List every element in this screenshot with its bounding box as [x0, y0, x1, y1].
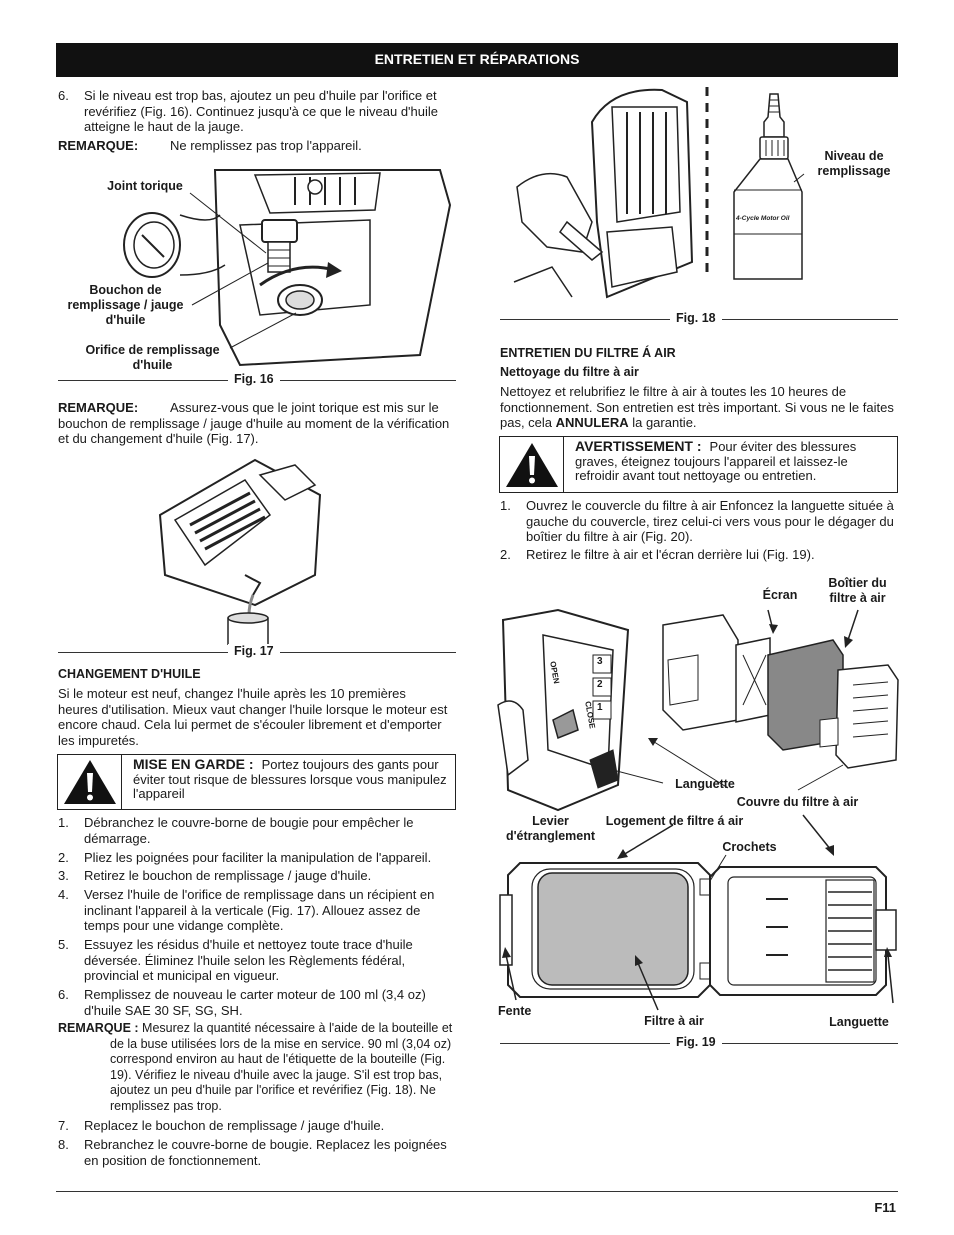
fig18-caption: Fig. 18 [670, 311, 722, 327]
choke-position-1: 1 [597, 702, 603, 713]
note-text: Ne remplissez pas trop l'appareil. [170, 138, 362, 153]
caution-box: MISE EN GARDE :Portez toujours des gants… [57, 754, 456, 810]
section-header: ENTRETIEN ET RÉPARATIONS [56, 43, 898, 77]
label-crochets: Crochets [722, 840, 777, 854]
warning-box: AVERTISSEMENT :Pour éviter des blessures… [499, 436, 898, 493]
caution-text: Portez toujours des gants pour éviter to… [133, 757, 447, 801]
label-filtre-air: Filtre à air [644, 1014, 704, 1028]
bottle-label: 4-Cycle Motor Oil [736, 215, 790, 222]
choke-position-2: 2 [597, 679, 603, 690]
warning-text-block: AVERTISSEMENT :Pour éviter des blessures… [575, 439, 893, 484]
fig17-illustration [158, 458, 322, 645]
caution-title: MISE EN GARDE : [133, 756, 254, 772]
label-ecran: Écran [762, 588, 798, 602]
note-measure: REMARQUE : Mesurez la quantité nécessair… [58, 1021, 453, 1113]
step-number: 6. [58, 88, 69, 103]
step-text: Si le niveau est trop bas, ajoutez un pe… [84, 88, 438, 134]
warning-title: AVERTISSEMENT : [575, 438, 702, 454]
fig18-illustration [513, 87, 805, 299]
note-joint-torique-text: Assurez-vous que le joint torique est mi… [58, 400, 450, 446]
footer-rule [56, 1191, 898, 1192]
changement-intro: Si le moteur est neuf, changez l'huile a… [58, 686, 448, 748]
label-languette-bottom: Languette [829, 1015, 889, 1029]
fig19-open-illustration [499, 854, 897, 1011]
caution-text-block: MISE EN GARDE :Portez toujours des gants… [133, 757, 451, 802]
label-joint-torique: Joint torique [107, 179, 183, 193]
filtre-intro: Nettoyez et relubrifiez le filtre à air … [500, 384, 894, 430]
changement-heading: CHANGEMENT D'HUILE [58, 667, 201, 681]
fig16-illustration [123, 169, 452, 367]
choke-position-3: 3 [597, 656, 603, 667]
label-boitier-filtre: Boîtier du filtre à air [828, 576, 887, 605]
section-title: ENTRETIEN ET RÉPARATIONS [374, 51, 580, 68]
label-orifice-remplissage: Orifice de remplissage d'huile [85, 343, 220, 372]
label-fente: Fente [498, 1004, 532, 1018]
fig19-exploded-illustration [497, 608, 899, 859]
label-logement-filtre: Logement de filtre á air [605, 814, 744, 828]
note-joint-torique: REMARQUE: [58, 400, 458, 416]
label-levier-etranglement: Levier d'étranglement [505, 814, 596, 843]
note-label: REMARQUE: [58, 400, 139, 415]
warning-triangle-icon [58, 755, 122, 809]
fig17-caption: Fig. 17 [228, 644, 280, 660]
warning-text: Pour éviter des blessures graves, éteign… [575, 439, 857, 483]
note-overfill: REMARQUE: Ne remplissez pas trop l'appar… [58, 138, 458, 154]
page-number: F11 [874, 1200, 896, 1215]
label-bouchon-jauge: Bouchon de remplissage / jauge d'huile [67, 283, 184, 327]
note-label: REMARQUE: [58, 138, 139, 153]
warning-triangle-icon [500, 437, 564, 492]
filtre-subheading: Nettoyage du filtre à air [500, 365, 639, 379]
fig16-caption: Fig. 16 [228, 372, 280, 388]
label-couvre-filtre: Couvre du filtre à air [736, 795, 859, 809]
label-languette-top: Languette [675, 777, 735, 791]
filtre-heading: ENTRETIEN DU FILTRE Á AIR [500, 346, 676, 360]
label-niveau-remplissage: Niveau de remplissage [817, 149, 891, 178]
fig19-caption: Fig. 19 [670, 1035, 722, 1051]
